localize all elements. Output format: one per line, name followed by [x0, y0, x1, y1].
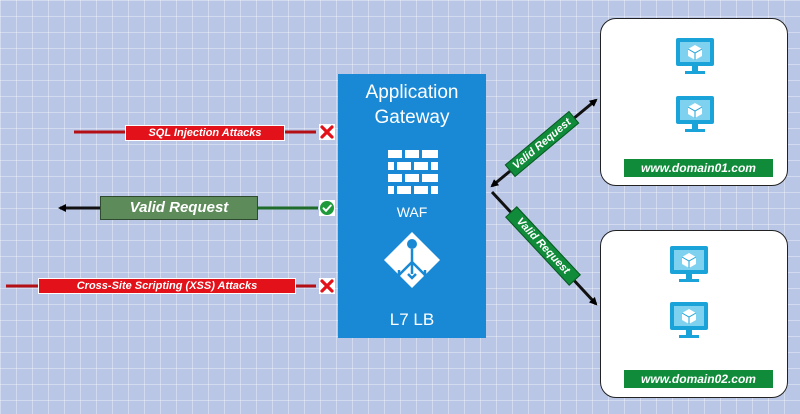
domain-label-1: www.domain01.com [624, 159, 773, 177]
xss-attack-label: Cross-Site Scripting (XSS) Attacks [38, 278, 296, 294]
virtual-machine-icon [676, 96, 714, 132]
sql-injection-label: SQL Injection Attacks [125, 125, 285, 141]
red-x-icon [319, 278, 335, 294]
virtual-machine-icon [670, 246, 708, 282]
server-group-2: www.domain02.com [600, 230, 788, 398]
gateway-title-line1: Application [365, 82, 459, 103]
valid-request-label: Valid Request [100, 196, 258, 220]
l7-lb-label: L7 LB [389, 310, 435, 329]
brick-wall-icon [388, 150, 438, 194]
virtual-machine-icon [670, 302, 708, 338]
red-x-icon [319, 124, 335, 140]
green-check-icon [319, 200, 335, 216]
load-balancer-icon [384, 232, 440, 288]
gateway-title-line2: Gateway [374, 107, 450, 128]
domain-label-2: www.domain02.com [624, 370, 773, 388]
server-group-1: www.domain01.com [600, 18, 788, 186]
virtual-machine-icon [676, 38, 714, 74]
waf-label: WAF [396, 204, 428, 220]
gateway-title: Application Gateway [338, 80, 486, 130]
application-gateway: Application Gateway WAF L7 LB [338, 74, 486, 338]
